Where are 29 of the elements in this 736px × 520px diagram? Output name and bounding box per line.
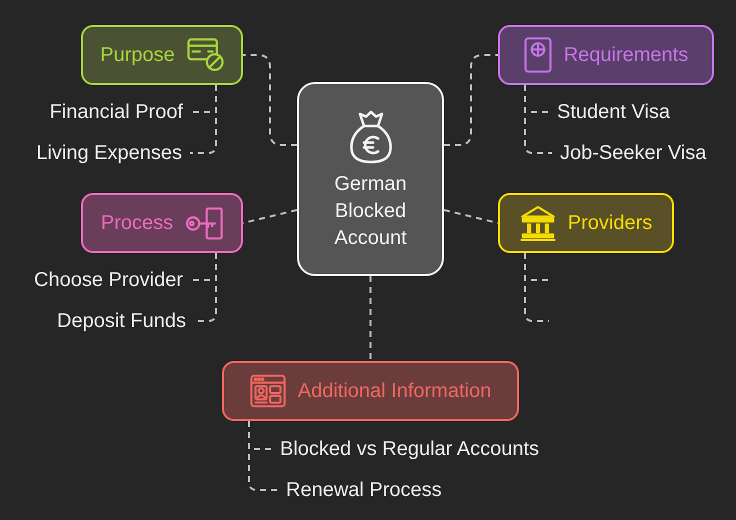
dashed-connector: [444, 54, 498, 146]
branch-label: Deposit Funds: [57, 308, 191, 334]
category-label: Providers: [568, 211, 652, 236]
category-label: Process: [100, 211, 174, 236]
dashed-connector: [248, 421, 278, 491]
category-label: Requirements: [564, 43, 688, 68]
category-box: [81, 193, 243, 253]
branch-label: Blocked vs Regular Accounts: [275, 436, 540, 462]
branch-label: Choose Provider: [34, 267, 188, 293]
dashed-connector: [243, 54, 297, 146]
category-box: [81, 25, 243, 85]
branch-label: Student Visa: [552, 99, 670, 125]
hub-title: German Blocked Account: [333, 172, 408, 251]
branch-label: Financial Proof: [50, 99, 188, 125]
dashed-connector: [444, 209, 498, 224]
category-box: [222, 361, 519, 421]
category-box: [498, 193, 674, 253]
dashed-connector: [190, 85, 217, 154]
dashed-connector: [242, 209, 298, 224]
category-label: Additional Information: [298, 379, 492, 404]
dashed-connector: [524, 253, 549, 322]
dashed-connector: [370, 276, 372, 361]
hub-box: [297, 82, 444, 276]
dashed-connector: [524, 85, 552, 154]
branch-label: Renewal Process: [281, 477, 442, 503]
category-label: Purpose: [100, 43, 175, 68]
branch-label: Job-Seeker Visa: [555, 140, 706, 166]
branch-label: Living Expenses: [36, 140, 187, 166]
category-box: [498, 25, 714, 85]
